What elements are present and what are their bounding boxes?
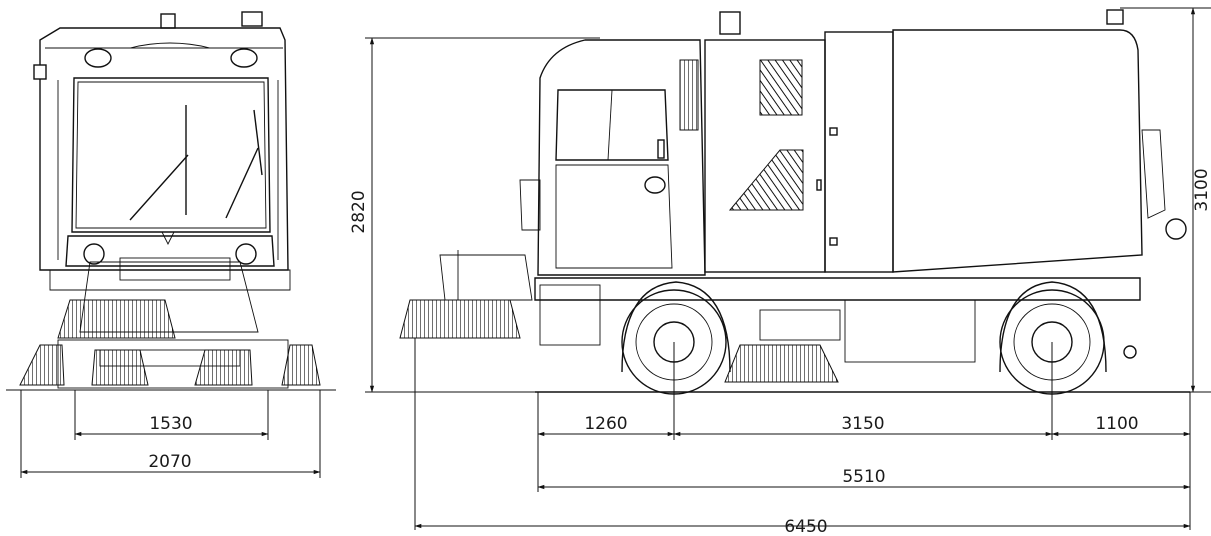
side-height-label: 2820	[349, 190, 369, 233]
front-track-label: 1530	[149, 414, 192, 434]
front-width-label: 2070	[148, 452, 191, 472]
wheelbase-label: 3150	[841, 414, 884, 434]
front-view	[19, 11, 321, 389]
side-view	[399, 9, 1187, 395]
body-length-label: 5510	[842, 467, 885, 487]
dim-total-height: 3100	[1120, 7, 1211, 393]
dim-front-overhang: 1260	[537, 414, 675, 437]
overall-length-label: 6450	[784, 517, 827, 536]
dim-side-height: 2820	[349, 37, 600, 393]
front-overhang-label: 1260	[584, 414, 627, 434]
dim-front-track: 1530	[74, 390, 269, 440]
dim-wheelbase: 3150	[673, 414, 1053, 437]
rear-overhang-label: 1100	[1095, 414, 1138, 434]
dim-overall-length: 6450	[414, 517, 1191, 536]
dim-rear-overhang: 1100	[1051, 414, 1191, 437]
dim-front-width: 2070	[20, 390, 321, 478]
dim-body-length: 5510	[537, 467, 1191, 490]
total-height-label: 3100	[1192, 168, 1211, 211]
